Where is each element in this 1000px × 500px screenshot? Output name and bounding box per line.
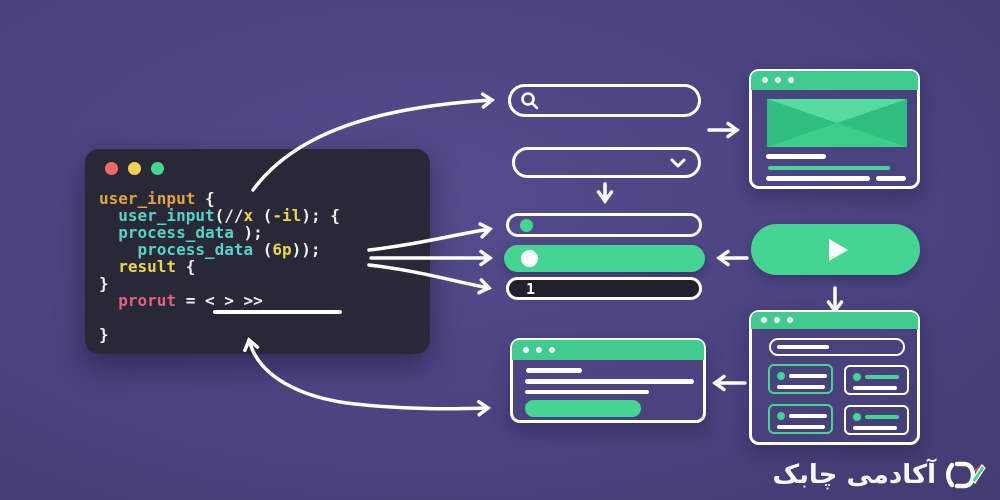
chabok-logo-icon <box>946 461 986 489</box>
toggle-knob <box>521 250 538 267</box>
dropdown-select[interactable] <box>512 147 701 178</box>
bullet-icon <box>777 412 785 420</box>
text-line <box>876 176 906 181</box>
text-line <box>853 426 897 430</box>
text-line <box>789 414 827 418</box>
text-line <box>526 368 582 373</box>
traffic-light-green-icon <box>151 162 164 175</box>
toggle-knob <box>520 218 533 232</box>
window-dots-icon <box>761 317 793 323</box>
watermark: آکادمی چابک <box>773 456 986 494</box>
card-item[interactable] <box>768 404 833 434</box>
text-line <box>525 379 694 384</box>
toggle-off-pill[interactable] <box>506 213 702 237</box>
card-item[interactable] <box>844 365 909 395</box>
text-line <box>777 344 829 349</box>
search-input[interactable] <box>508 84 701 117</box>
code-block: user_input { user_input(//x (-il); { pro… <box>99 189 340 344</box>
bullet-icon <box>777 372 785 380</box>
code-editor-window: user_input { user_input(//x (-il); { pro… <box>85 149 430 354</box>
image-placeholder <box>767 99 907 147</box>
window-titlebar <box>751 71 918 90</box>
play-button[interactable] <box>751 224 920 275</box>
window-traffic-lights <box>105 162 164 175</box>
text-line <box>766 176 870 181</box>
counter-pill[interactable]: 1 <box>506 277 702 300</box>
browser-window-article <box>510 338 706 423</box>
card-item[interactable] <box>768 364 833 394</box>
bullet-icon <box>853 373 861 381</box>
text-line-accent <box>865 375 899 379</box>
window-dots-icon <box>762 77 794 83</box>
bullet-icon <box>853 413 861 421</box>
text-line <box>777 425 825 429</box>
cta-button[interactable] <box>525 400 641 417</box>
code-underline <box>213 310 342 314</box>
traffic-light-yellow-icon <box>128 162 141 175</box>
play-icon <box>828 238 848 261</box>
text-line <box>766 154 826 159</box>
card-item[interactable] <box>844 405 909 435</box>
traffic-light-red-icon <box>105 162 118 175</box>
text-line-accent <box>865 415 899 419</box>
window-titlebar <box>512 340 704 360</box>
search-bar[interactable] <box>769 338 905 356</box>
text-line-accent <box>768 166 890 170</box>
watermark-text: آکادمی چابک <box>772 460 936 490</box>
window-titlebar <box>751 312 918 329</box>
text-line <box>777 385 825 389</box>
text-line <box>853 386 897 390</box>
window-dots-icon <box>523 347 555 353</box>
chevron-down-icon <box>670 158 686 168</box>
search-icon <box>521 92 539 110</box>
toggle-on-pill[interactable] <box>504 245 705 272</box>
text-line <box>525 390 649 394</box>
browser-window-cards <box>749 310 920 445</box>
browser-window-media <box>749 69 920 189</box>
text-line <box>789 374 827 378</box>
counter-value: 1 <box>526 279 536 298</box>
